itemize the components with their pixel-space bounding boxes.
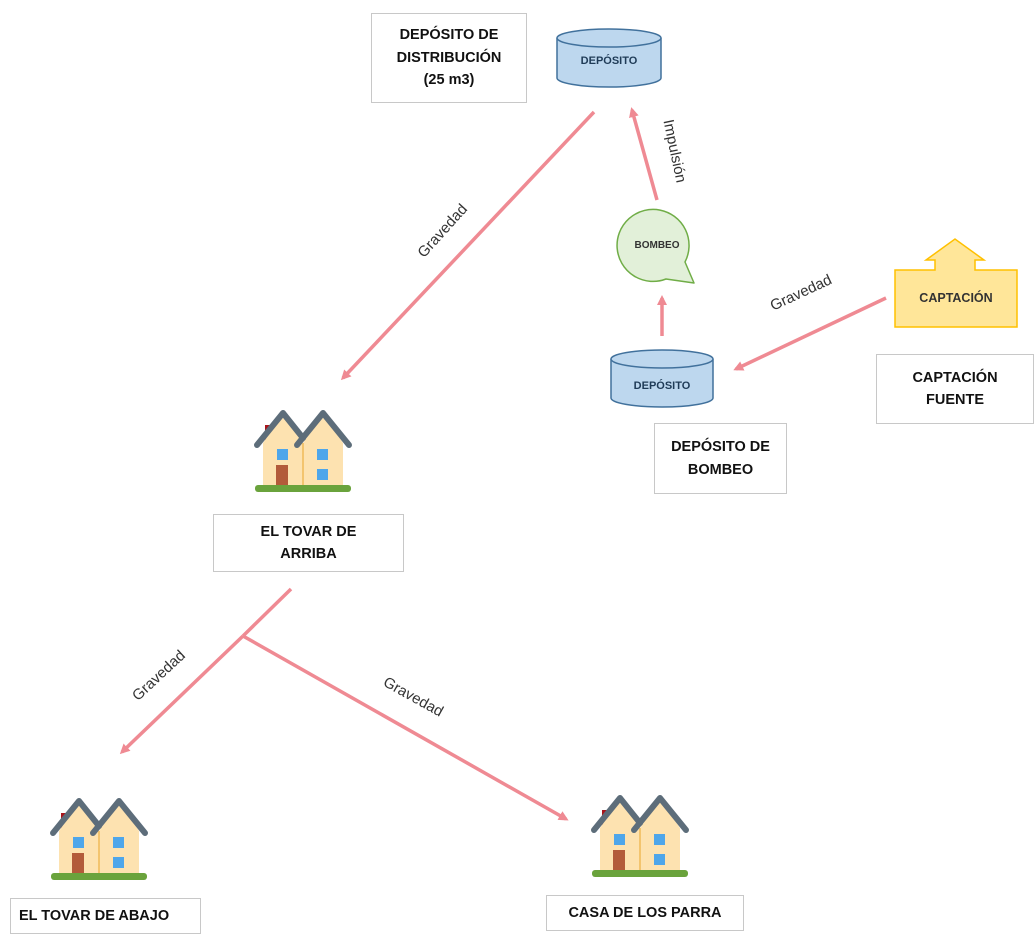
label-line: ARRIBA [280,546,337,562]
edge-label-gravity-parra: Gravedad [380,674,446,721]
label-distribution-tank: DEPÓSITO DE DISTRIBUCIÓN (25 m3) [371,13,527,103]
label-line: EL TOVAR DE ABAJO [19,907,170,924]
edge-label-gravity-intake: Gravedad [768,271,835,314]
label-tovar-abajo: EL TOVAR DE ABAJO [10,898,201,934]
label-line: DEPÓSITO DE [399,27,499,44]
label-line: CAPTACIÓN [912,369,998,386]
label-line: (25 m3) [423,72,475,89]
pump-icon: BOMBEO [616,208,695,284]
house-icon [592,798,688,877]
arrow-junction-to-tovar-abajo [119,634,245,755]
label-line: FUENTE [926,392,984,408]
label-casa-parra: CASA DE LOS PARRA [546,895,744,931]
tank-label: DEPÓSITO [581,54,638,67]
label-tovar-arriba: EL TOVAR DE ARRIBA [213,514,404,572]
label-pump-tank: DEPÓSITO DE BOMBEO [654,423,787,494]
flow-arrows [119,107,887,821]
arrow-intake-to-pump-tank [733,296,887,371]
intake-label: CAPTACIÓN [919,290,992,305]
arrow-distribution-to-tovar-arriba [340,110,596,381]
tank-label: DEPÓSITO [634,379,691,392]
label-line: EL TOVAR DE [260,523,357,540]
label-line: CASA DE LOS PARRA [568,904,722,921]
house-icon [255,413,351,492]
pump-label: BOMBEO [635,240,680,251]
label-intake: CAPTACIÓN FUENTE [876,354,1034,424]
arrow-pump-to-distribution-tank [629,107,659,201]
label-line: DEPÓSITO DE [671,439,770,456]
edge-label-impulsion: Impulsión [659,118,689,184]
intake-icon: CAPTACIÓN [894,238,1018,328]
tank-icon: DEPÓSITO [610,349,714,408]
label-line: BOMBEO [687,461,754,478]
tank-icon: DEPÓSITO [556,28,662,88]
arrow-junction-to-casa-parra [242,634,569,821]
house-icon [51,801,147,880]
label-line: DISTRIBUCIÓN [396,49,502,66]
pipe-tovar-arriba-junction [241,587,293,638]
